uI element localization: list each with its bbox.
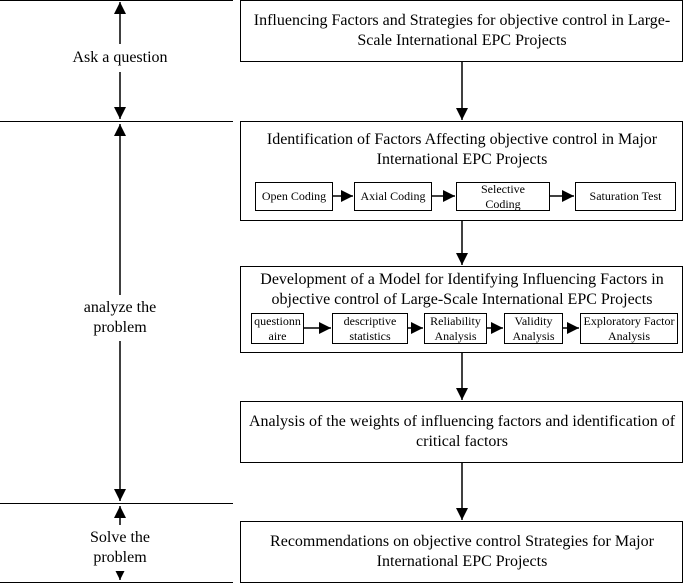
box-2-frame <box>240 121 683 221</box>
step2-efa-frame <box>580 313 678 344</box>
step2-reliability-frame <box>424 313 487 344</box>
phase-label-analyze: analyze the problem <box>62 295 178 341</box>
box-5-frame <box>240 521 683 583</box>
step2-validity-frame <box>504 313 563 344</box>
phase-label-solve: Solve the problem <box>72 525 168 571</box>
step1-open-coding-frame <box>255 182 333 211</box>
box-1-frame <box>240 0 683 62</box>
box-4-frame <box>240 401 683 463</box>
step-open-coding: Open Coding <box>261 189 327 204</box>
box-3-frame <box>240 266 683 353</box>
box-research-topic: Influencing Factors and Strategies for o… <box>253 12 671 49</box>
step-axial-coding: Axial Coding <box>360 189 426 204</box>
box-model-development: Development of a Model for Identifying I… <box>260 271 664 308</box>
step2-descriptive-frame <box>332 313 408 344</box>
phase-label-ask: Ask a question <box>55 44 185 72</box>
step-saturation-test: Saturation Test <box>589 189 662 204</box>
box-factor-identification: Identification of Factors Affecting obje… <box>266 131 658 168</box>
step1-selective-coding-frame <box>456 182 550 211</box>
step-descriptive-statistics: descriptive statistics <box>343 314 397 343</box>
step1-axial-coding-frame <box>354 182 432 211</box>
step-validity-analysis: Validity Analysis <box>512 314 555 343</box>
step-questionnaire: questionn aire <box>254 314 301 343</box>
step2-questionnaire-frame <box>251 313 304 344</box>
box-weight-analysis: Analysis of the weights of influencing f… <box>248 413 676 450</box>
box-recommendations: Recommendations on objective control Str… <box>270 533 654 570</box>
step-exploratory-factor-analysis: Exploratory Factor Analysis <box>583 314 675 343</box>
step-selective-coding: Selective Coding <box>481 182 525 211</box>
step1-saturation-test-frame <box>575 182 676 211</box>
step-reliability-analysis: Reliability Analysis <box>430 314 481 343</box>
